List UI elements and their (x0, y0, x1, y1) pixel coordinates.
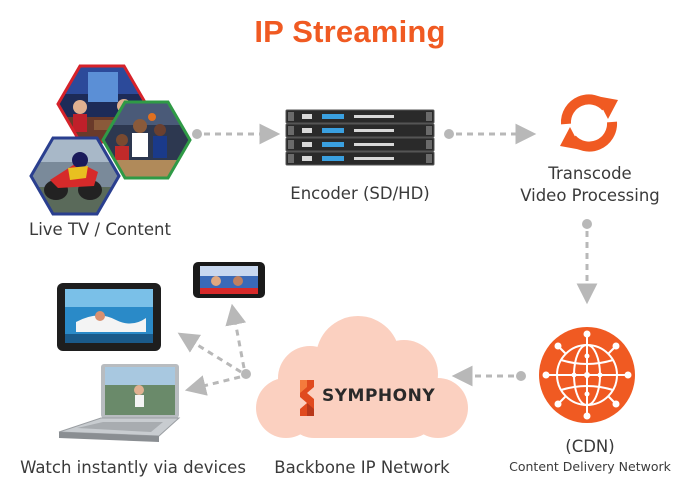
connector-dot (192, 129, 202, 139)
laptop-icon (58, 364, 181, 442)
transcode-label-line2: Video Processing (520, 186, 660, 205)
phone-icon (193, 262, 265, 298)
encoder-label: Encoder (SD/HD) (290, 184, 430, 203)
content-label: Live TV / Content (29, 220, 171, 239)
arrow-to-laptop (184, 375, 241, 396)
rack-server-icon (285, 109, 435, 166)
cdn-label-line1: (CDN) (565, 437, 615, 456)
connector-dot (241, 369, 251, 379)
refresh-icon (560, 94, 618, 152)
devices-label: Watch instantly via devices (20, 458, 246, 477)
content-hexagons (29, 64, 192, 216)
cdn-label-line2: Content Delivery Network (509, 459, 671, 474)
transcode-label-line1: Transcode (548, 164, 632, 183)
globe-network-icon (539, 327, 635, 423)
connector-dot (516, 371, 526, 381)
page-title: IP Streaming (254, 14, 446, 49)
tablet-icon (57, 283, 161, 351)
cdn-label: (CDN) Content Delivery Network (490, 437, 690, 474)
symphony-brand: SYMPHONY (322, 386, 436, 406)
transcode-label: Transcode Video Processing (495, 163, 685, 207)
arrow-to-phone (225, 303, 247, 369)
cloud-shape (256, 316, 468, 438)
backbone-label: Backbone IP Network (274, 458, 450, 477)
connector-dot (444, 129, 454, 139)
symphony-logo-icon (300, 380, 314, 416)
arrow-to-tablet (177, 332, 242, 374)
connector-dot (582, 219, 592, 229)
